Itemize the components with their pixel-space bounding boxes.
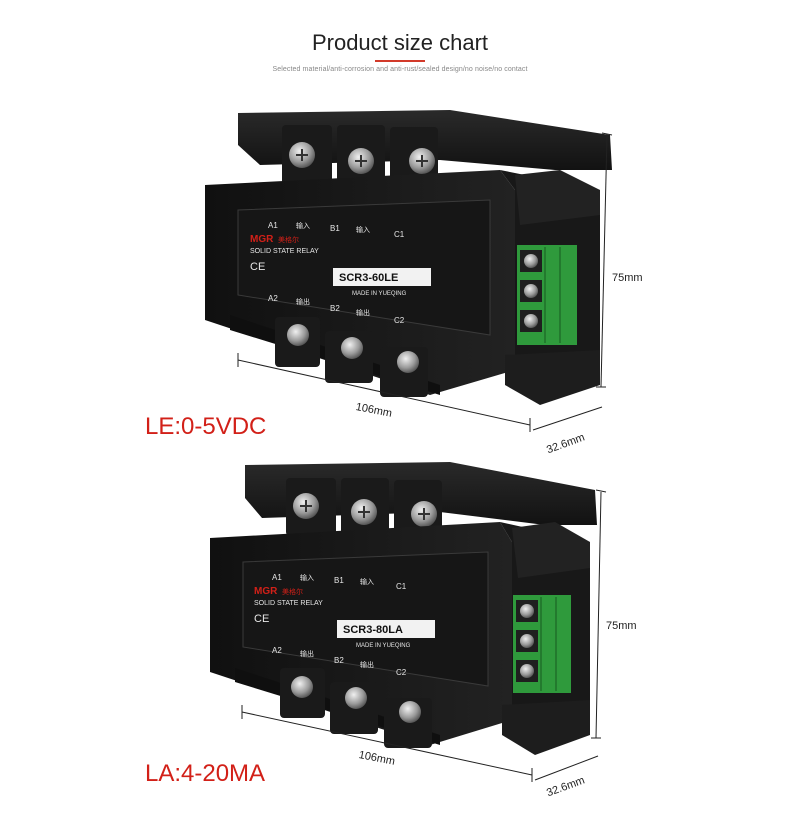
- model-plate: [337, 620, 435, 638]
- ce-mark: CE: [250, 261, 265, 273]
- screw-icon: [345, 687, 367, 709]
- height-dimension: 75mm: [606, 620, 637, 632]
- height-dim-line: [595, 491, 602, 739]
- product-la: A1 B1 C1 输入 输入 A2 B2 C2 输出 输出 SOLID STAT…: [0, 450, 800, 830]
- length-dim-line: [241, 711, 533, 776]
- brand-cn-logo: 美格尔: [278, 235, 299, 244]
- height-dim-line: [600, 134, 608, 388]
- made-in-label: MADE IN YUEQING: [352, 291, 407, 297]
- brand-logo: MGR: [254, 586, 278, 597]
- output-label: 输出: [360, 660, 374, 669]
- model-plate: [333, 268, 431, 286]
- ce-mark: CE: [254, 613, 269, 625]
- screw-icon: [341, 337, 363, 359]
- brand-cn-logo: 美格尔: [282, 587, 303, 596]
- terminal-label: C2: [394, 316, 405, 325]
- product-le: A1 B1 C1 输入 输入 A2 B2 C2 输出 输出 SOLID STAT…: [0, 95, 800, 475]
- page-subtitle: Selected material/anti-corrosion and ant…: [272, 66, 528, 73]
- terminal-label: B2: [330, 304, 340, 313]
- input-label: 输入: [356, 225, 370, 234]
- terminal-label: B1: [330, 224, 340, 233]
- label-plate: [242, 551, 489, 687]
- model-label: SCR3-60LE: [339, 272, 398, 284]
- terminal-label: A2: [272, 646, 282, 655]
- relay-type-label: SOLID STATE RELAY: [250, 248, 319, 255]
- screw-icon: [287, 324, 309, 346]
- variant-label: LA:4-20MA: [145, 760, 266, 787]
- relay-illustration-la: A1 B1 C1 输入 输入 A2 B2 C2 输出 输出 SOLID STAT…: [210, 462, 607, 782]
- terminal-label: C1: [396, 582, 407, 591]
- length-dim-line: [237, 359, 531, 426]
- terminal-label: C2: [396, 668, 407, 677]
- screw-icon: [291, 676, 313, 698]
- width-dim-line: [534, 755, 599, 781]
- height-dimension: 75mm: [612, 272, 643, 284]
- terminal-label: C1: [394, 230, 405, 239]
- page-title: Product size chart: [311, 30, 489, 55]
- terminal-label: B1: [334, 576, 344, 585]
- terminal-label: A2: [268, 294, 278, 303]
- screw-icon: [397, 351, 419, 373]
- width-dim-line: [532, 406, 603, 431]
- title-underline: [375, 60, 425, 62]
- relay-illustration-le: A1 B1 C1 输入 输入 A2 B2 C2 输出 输出 SOLID STAT…: [205, 110, 613, 432]
- input-label: 输入: [296, 221, 310, 230]
- output-label: 输出: [296, 297, 310, 306]
- made-in-label: MADE IN YUEQING: [356, 643, 411, 649]
- input-label: 输入: [300, 573, 314, 582]
- model-label: SCR3-80LA: [343, 624, 403, 636]
- variant-label: LE:0-5VDC: [145, 413, 267, 440]
- input-label: 输入: [360, 577, 374, 586]
- brand-logo: MGR: [250, 234, 274, 245]
- terminal-label: A1: [272, 573, 282, 582]
- output-label: 输出: [300, 649, 314, 658]
- terminal-label: B2: [334, 656, 344, 665]
- screw-icon: [399, 701, 421, 723]
- relay-type-label: SOLID STATE RELAY: [254, 600, 323, 607]
- output-label: 输出: [356, 308, 370, 317]
- terminal-label: A1: [268, 221, 278, 230]
- label-plate: [237, 199, 491, 336]
